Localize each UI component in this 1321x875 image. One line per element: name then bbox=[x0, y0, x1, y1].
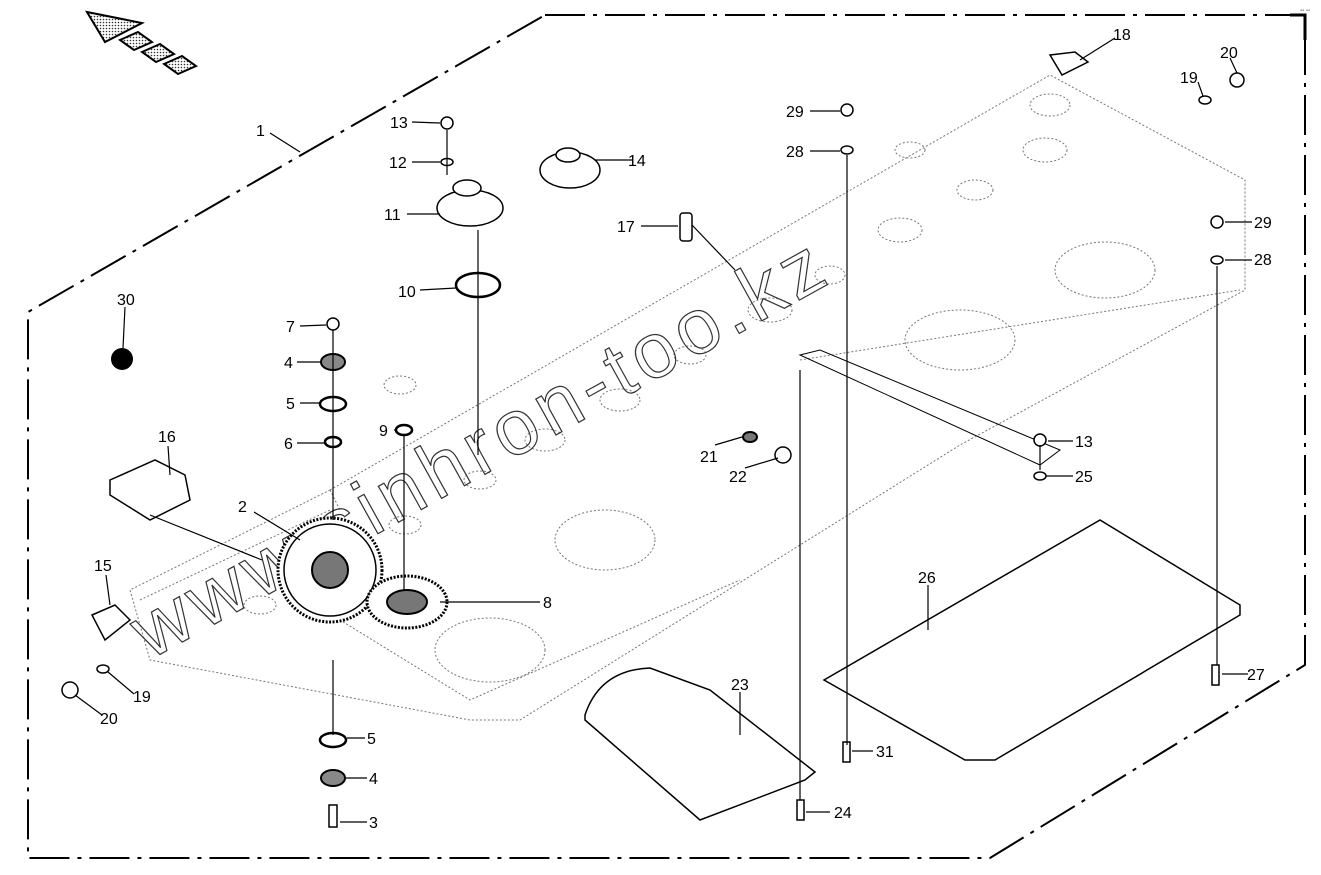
watermark: www.sinhron-too.kz bbox=[115, 218, 844, 676]
corner-mark: ▪▪ ▪▪ bbox=[1300, 8, 1310, 14]
label-15: 15 bbox=[94, 558, 112, 575]
label-9: 9 bbox=[379, 423, 388, 440]
label-24: 24 bbox=[834, 805, 852, 822]
part-30-dot bbox=[111, 348, 133, 370]
label-13: 13 bbox=[390, 115, 408, 132]
label-20b: 20 bbox=[1220, 45, 1238, 62]
leader-lines bbox=[74, 37, 1252, 823]
gearbox-frame bbox=[129, 74, 1246, 721]
label-6: 6 bbox=[284, 436, 293, 453]
label-16: 16 bbox=[158, 429, 176, 446]
label-19b: 19 bbox=[1180, 70, 1198, 87]
label-19: 19 bbox=[133, 689, 151, 706]
label-4b: 4 bbox=[369, 771, 378, 788]
label-18: 18 bbox=[1113, 27, 1131, 44]
label-21: 21 bbox=[700, 449, 718, 466]
label-11: 11 bbox=[384, 207, 401, 224]
label-10: 10 bbox=[398, 284, 416, 301]
callout-labels: 1 2 3 4 4 5 5 6 7 8 9 10 11 12 13 13 14 … bbox=[94, 27, 1272, 832]
label-3: 3 bbox=[369, 815, 378, 832]
label-4: 4 bbox=[284, 355, 293, 372]
label-28b: 28 bbox=[1254, 252, 1272, 269]
label-2: 2 bbox=[238, 499, 247, 516]
label-7: 7 bbox=[286, 319, 295, 336]
label-25: 25 bbox=[1075, 469, 1093, 486]
direction-arrow-icon bbox=[84, 10, 199, 76]
label-26: 26 bbox=[918, 570, 936, 587]
label-8: 8 bbox=[543, 595, 552, 612]
label-20: 20 bbox=[100, 711, 118, 728]
label-23: 23 bbox=[731, 677, 749, 694]
label-28: 28 bbox=[786, 144, 804, 161]
label-13b: 13 bbox=[1075, 434, 1093, 451]
label-12: 12 bbox=[389, 155, 407, 172]
label-14: 14 bbox=[628, 153, 646, 170]
label-27: 27 bbox=[1247, 667, 1265, 684]
label-17: 17 bbox=[617, 219, 635, 236]
label-30: 30 bbox=[117, 292, 135, 309]
label-22: 22 bbox=[729, 469, 747, 486]
label-31: 31 bbox=[876, 744, 894, 761]
label-5b: 5 bbox=[367, 731, 376, 748]
label-5: 5 bbox=[286, 396, 295, 413]
parts bbox=[61, 51, 1245, 828]
label-1: 1 bbox=[256, 123, 265, 140]
label-29b: 29 bbox=[1254, 215, 1272, 232]
label-29: 29 bbox=[786, 104, 804, 121]
